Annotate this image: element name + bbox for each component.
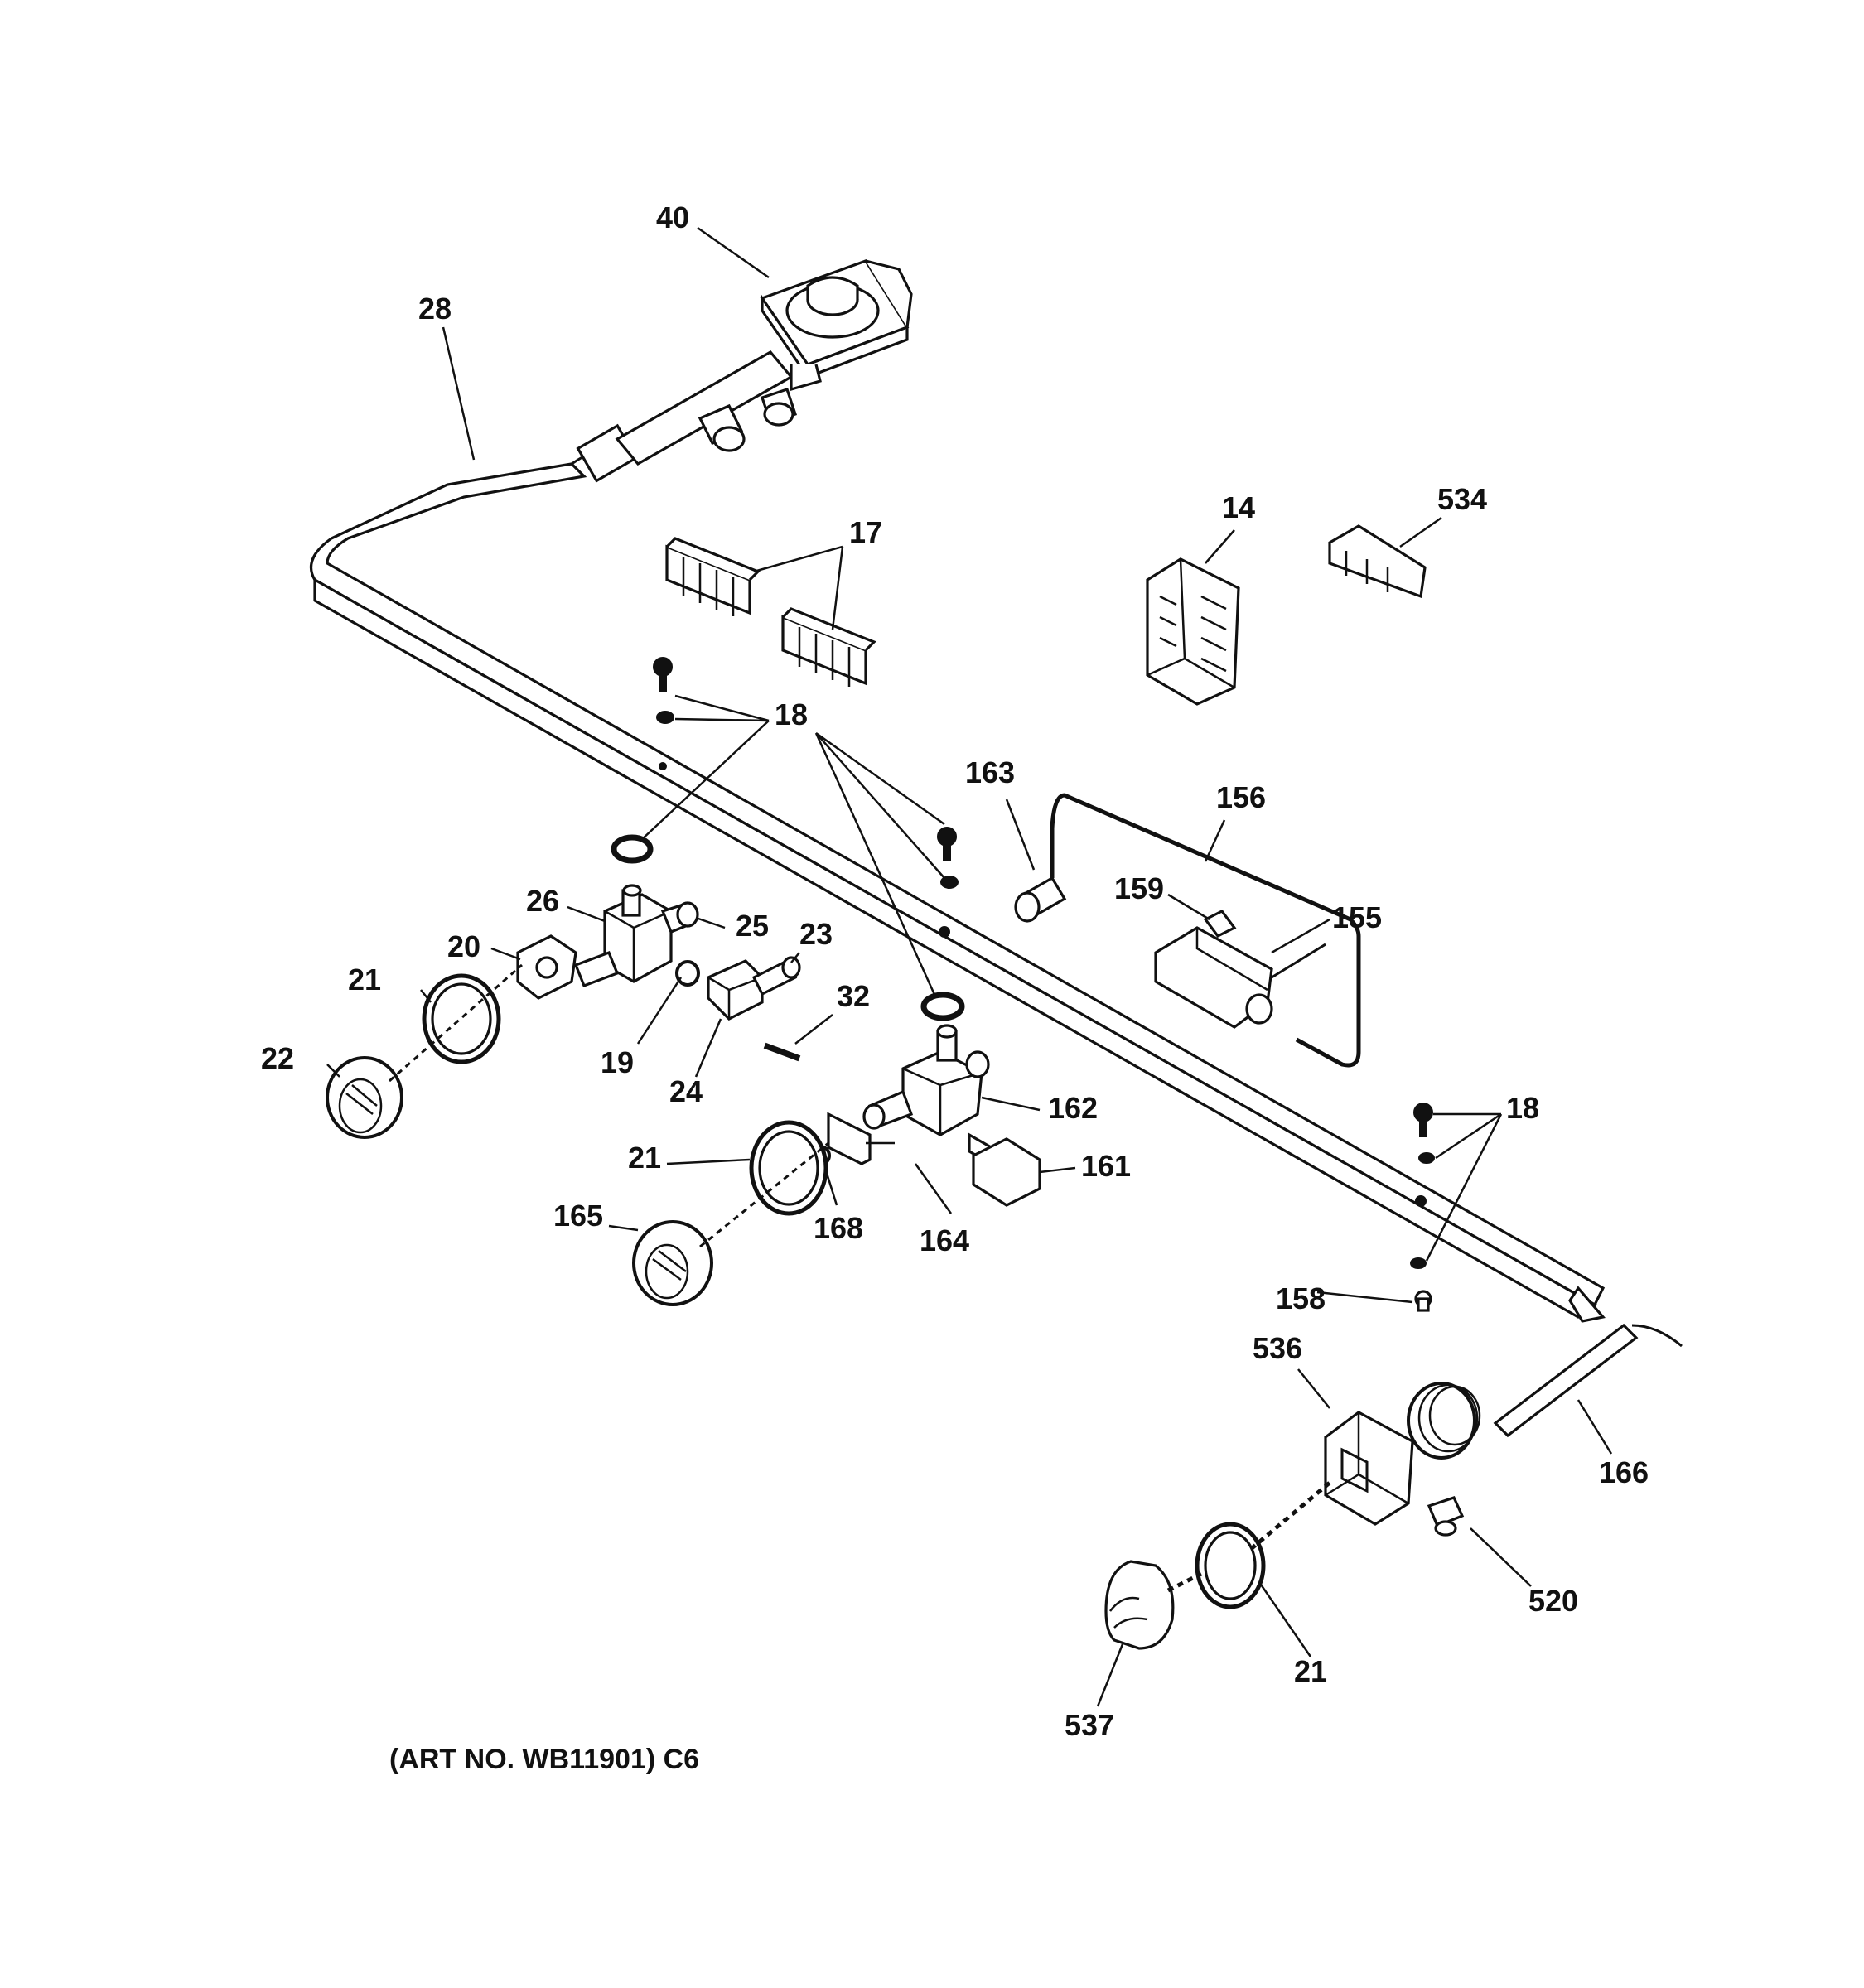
- screws-washers: [611, 657, 1435, 1312]
- leader-lines: [326, 226, 1613, 1707]
- ignition-assembly: [1014, 793, 1361, 1068]
- callout-168: 168: [814, 1211, 863, 1245]
- callout-labels: 40 28 17 14 534 18 163 156 159 155 26 25…: [261, 200, 1649, 1775]
- callout-520: 520: [1528, 1584, 1578, 1618]
- manifold-tube: [309, 350, 1606, 1323]
- callout-14: 14: [1222, 490, 1255, 524]
- callout-162: 162: [1048, 1091, 1098, 1125]
- callout-28: 28: [418, 292, 452, 326]
- valve-assembly-upper: [326, 884, 801, 1139]
- callout-166: 166: [1599, 1455, 1649, 1489]
- callout-20: 20: [447, 929, 480, 963]
- thermostat-assembly: [1104, 1323, 1683, 1650]
- callout-159: 159: [1114, 871, 1164, 905]
- callout-19: 19: [601, 1045, 634, 1079]
- part-40-regulator: [698, 259, 913, 452]
- part-17-terminal-blocks: [665, 537, 876, 687]
- callout-40: 40: [656, 200, 689, 234]
- callout-25: 25: [736, 909, 769, 943]
- valve-assembly-lower: [632, 1024, 1041, 1306]
- part-534-connector: [1328, 524, 1427, 599]
- art-number: (ART NO. WB11901) C6: [389, 1744, 699, 1775]
- callout-23: 23: [799, 917, 833, 951]
- callout-24: 24: [669, 1074, 703, 1108]
- callout-163: 163: [965, 755, 1015, 789]
- callout-161: 161: [1081, 1149, 1131, 1183]
- callout-165: 165: [553, 1199, 603, 1233]
- callout-18: 18: [775, 697, 808, 731]
- part-14-relay-module: [1146, 557, 1240, 706]
- callout-21-bottom: 21: [1294, 1654, 1327, 1688]
- callout-26: 26: [526, 884, 559, 918]
- callout-155: 155: [1332, 900, 1382, 934]
- callout-534: 534: [1437, 482, 1487, 516]
- callout-21-middle: 21: [628, 1141, 661, 1175]
- callout-21: 21: [348, 963, 381, 996]
- callout-32: 32: [837, 979, 870, 1013]
- callout-158: 158: [1276, 1281, 1326, 1315]
- callout-18-lower: 18: [1506, 1091, 1539, 1125]
- callout-537: 537: [1065, 1708, 1114, 1742]
- callout-156: 156: [1216, 780, 1266, 814]
- callout-536: 536: [1253, 1331, 1302, 1365]
- callout-22: 22: [261, 1041, 294, 1075]
- callout-164: 164: [920, 1223, 969, 1257]
- callout-17: 17: [849, 515, 882, 549]
